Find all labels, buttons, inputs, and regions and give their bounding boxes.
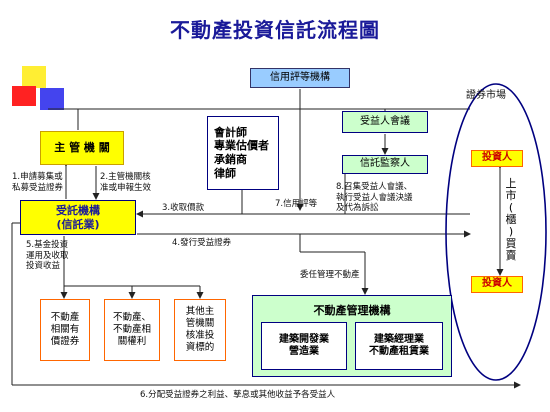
professional-accountant: 會計師 xyxy=(214,125,247,139)
listed-trading-char-1: 上 xyxy=(505,177,517,190)
step7-label: 7.信用評等 xyxy=(275,199,318,209)
developer-line2: 營造業 xyxy=(289,346,319,357)
asset-other-line3: 核准投 xyxy=(185,330,215,341)
re-manager-sub-leasing: 建築經理業 不動產租賃業 xyxy=(355,322,443,370)
re-manager-box: 不動產管理機構 建築開發業 營造業 建築經理業 不動產租賃業 xyxy=(252,295,452,377)
trustee-sublabel: (信託業) xyxy=(56,217,100,231)
asset-box-other: 其他主 管機關 核准投 資標的 xyxy=(174,299,226,361)
step8-line2: 執行受益人會議決議 xyxy=(336,192,413,203)
asset-box-real-estate: 不動產、 不動產相 關權利 xyxy=(104,299,160,361)
step5-label: 5.基金投資 運用及收取 投資收益 xyxy=(26,240,69,272)
developer-line1: 建築開發業 xyxy=(279,333,329,345)
asset-realestate-line2: 不動產相 xyxy=(112,324,151,336)
asset-realestate-line1: 不動產、 xyxy=(112,312,151,324)
asset-other-line1: 其他主 xyxy=(185,306,215,318)
step5-line1: 5.基金投資 xyxy=(26,240,69,250)
asset-realestate-line3: 關權利 xyxy=(117,335,147,347)
deco-blue-square xyxy=(40,88,64,110)
listed-trading-char-5: ) xyxy=(508,225,514,238)
step8-label: 8.召集受益人會議、 執行受益人會議決議 及代為訴訟 xyxy=(336,182,413,214)
asset-securities-line2: 相關有 xyxy=(50,324,80,336)
beneficiary-meeting-label: 受益人會議 xyxy=(360,115,410,127)
rating-agency-box: 信用評等機構 xyxy=(250,68,350,88)
professional-underwriter: 承銷商 xyxy=(214,153,247,166)
step8-line3: 及代為訴訟 xyxy=(336,203,379,214)
listed-trading-char-4: 櫃 xyxy=(505,213,517,226)
listed-trading-label: 上 市 ( 櫃 ) 買 賣 xyxy=(504,178,518,262)
deco-red-square xyxy=(12,86,36,106)
page-title: 不動產投資信託流程圖 xyxy=(170,18,380,42)
regulator-box: 主 管 機 關 xyxy=(40,131,124,165)
listed-trading-char-7: 賣 xyxy=(505,249,517,262)
step5-line3: 投資收益 xyxy=(26,261,61,272)
regulator-label: 主 管 機 關 xyxy=(54,141,110,155)
asset-securities-line1: 不動產 xyxy=(50,312,80,324)
step2-line1: 2.主管機關核 xyxy=(100,172,151,182)
investor-top-label: 投資人 xyxy=(482,152,512,164)
trustee-label: 受託機構 xyxy=(56,203,100,217)
step2-line2: 准或申報生效 xyxy=(100,182,152,193)
entrust-label: 委任管理不動產 xyxy=(300,270,360,280)
beneficiary-meeting-box: 受益人會議 xyxy=(342,111,428,133)
step1-line1: 1.申請募集或 xyxy=(12,172,63,182)
listed-trading-char-3: ( xyxy=(508,201,514,214)
asset-box-securities: 不動產 相關有 價證券 xyxy=(40,299,90,361)
step3-label: 3.收取價款 xyxy=(162,203,205,213)
re-manager-title: 不動產管理機構 xyxy=(313,304,391,317)
re-manager-sub-developer: 建築開發業 營造業 xyxy=(261,322,347,370)
asset-securities-line3: 價證券 xyxy=(50,335,80,347)
investor-top-box: 投資人 xyxy=(471,150,523,167)
professional-appraiser: 專業估價者 xyxy=(214,139,269,153)
listed-trading-char-2: 市 xyxy=(505,189,517,202)
step2-label: 2.主管機關核 准或申報生效 xyxy=(100,172,151,193)
trust-supervisor-box: 信託監察人 xyxy=(342,155,428,174)
investor-bottom-box: 投資人 xyxy=(471,276,523,293)
listed-trading-char-6: 買 xyxy=(505,237,517,250)
leasing-line2: 不動產租賃業 xyxy=(369,346,429,357)
professional-lawyer: 律師 xyxy=(214,166,236,180)
securities-market-label: 證券市場 xyxy=(466,90,506,101)
step6-label: 6.分配受益證券之利益、孳息或其他收益予各受益人 xyxy=(140,390,336,400)
professionals-box: 會計師 專業估價者 承銷商 律師 xyxy=(207,116,279,190)
rating-agency-label: 信用評等機構 xyxy=(270,71,330,83)
step1-line2: 私募受益證券 xyxy=(12,182,64,193)
step1-label: 1.申請募集或 私募受益證券 xyxy=(12,172,63,193)
step5-line2: 運用及收取 xyxy=(26,250,69,261)
asset-other-line2: 管機關 xyxy=(185,318,215,330)
investor-bottom-label: 投資人 xyxy=(482,278,512,290)
step4-label: 4.發行受益證券 xyxy=(172,238,232,248)
leasing-line1: 建築經理業 xyxy=(374,333,424,345)
trust-supervisor-label: 信託監察人 xyxy=(360,158,410,170)
deco-yellow-square xyxy=(22,66,46,88)
trustee-box: 受託機構 (信託業) xyxy=(20,200,136,235)
step8-line1: 8.召集受益人會議、 xyxy=(336,182,413,192)
asset-other-line4: 資標的 xyxy=(185,341,215,353)
